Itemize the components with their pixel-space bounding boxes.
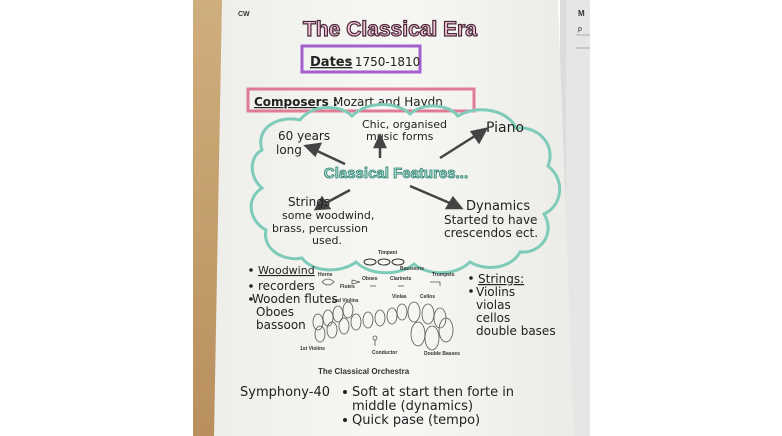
features-cloud [249, 103, 562, 275]
dates-value: : 1750-1810 [347, 55, 420, 69]
symphony-bullet1-line1: Soft at start then forte in [352, 385, 514, 400]
woodwind-item-2: Wooden flutes [252, 292, 338, 306]
orch-clarinets: Clarinets [390, 276, 412, 282]
strings-item-2: violas [476, 298, 511, 312]
cloud-title: Classical Features... [324, 165, 468, 182]
feature-dynamics-line2: Started to have [444, 213, 537, 227]
orch-conductor: Conductor [372, 350, 397, 356]
edge-mark: M [578, 9, 585, 18]
edge-mark-small: p [578, 26, 582, 33]
strings-item-3: cellos [476, 311, 510, 325]
symphony-bullet2: Quick pase (tempo) [352, 413, 480, 428]
woodwind-item-3: Oboes [256, 305, 294, 319]
woodwind-heading: Woodwind [258, 264, 315, 277]
strings-heading: Strings: [478, 272, 524, 286]
strings-item-4: double bases [476, 324, 556, 338]
orch-horns: Horns [318, 272, 333, 278]
symphony-label: Symphony-40 [240, 385, 330, 400]
strings-item-1: Violins [476, 285, 515, 299]
orch-double-basses: Double Basses [424, 351, 460, 357]
orch-second-violins: 2nd Violins [332, 298, 359, 304]
symphony-bullet1-line2: middle (dynamics) [352, 399, 473, 414]
orch-oboes: Oboes [362, 276, 378, 282]
poster-title: The Classical Era [303, 18, 477, 41]
feature-strings-line4: used. [312, 234, 342, 247]
feature-dynamics-line3: crescendos ect. [444, 226, 538, 240]
corner-mark: CW [238, 11, 250, 18]
woodwind-item-4: bassoon [256, 318, 306, 332]
orchestra-caption: The Classical Orchestra [318, 367, 410, 376]
composers-value: Mozart and Haydn [333, 95, 443, 109]
orch-trumpets: Trumpets [432, 272, 455, 278]
orch-cellos: Cellos [420, 294, 435, 300]
feature-years-line2: long [276, 143, 302, 157]
feature-strings-line2: some woodwind, [282, 209, 374, 222]
dates-label: Dates [310, 55, 353, 70]
orch-first-violins: 1st Violins [300, 346, 325, 352]
woodwind-item-1: recorders [258, 279, 315, 293]
feature-years-line1: 60 years [278, 129, 330, 143]
feature-chic-line2: music forms [366, 130, 434, 143]
orch-flutes: Flutes [340, 284, 355, 290]
feature-chic-line1: Chic, organised [362, 118, 447, 131]
orchestra-diagram: Timpani Horns Bassoons Trumpets Oboes Cl… [300, 250, 460, 376]
feature-strings-line3: brass, percussion [272, 222, 368, 235]
feature-piano: Piano [486, 120, 524, 136]
feature-arrows [303, 127, 489, 211]
orch-bassoons: Bassoons [400, 266, 424, 272]
feature-strings-line1: Strings [288, 195, 330, 209]
composers-label: Composers : [254, 95, 338, 109]
dates-box [300, 44, 422, 74]
feature-dynamics-line1: Dynamics [466, 199, 530, 214]
orch-violas: Violas [392, 294, 407, 300]
orch-timpani: Timpani [378, 250, 398, 256]
